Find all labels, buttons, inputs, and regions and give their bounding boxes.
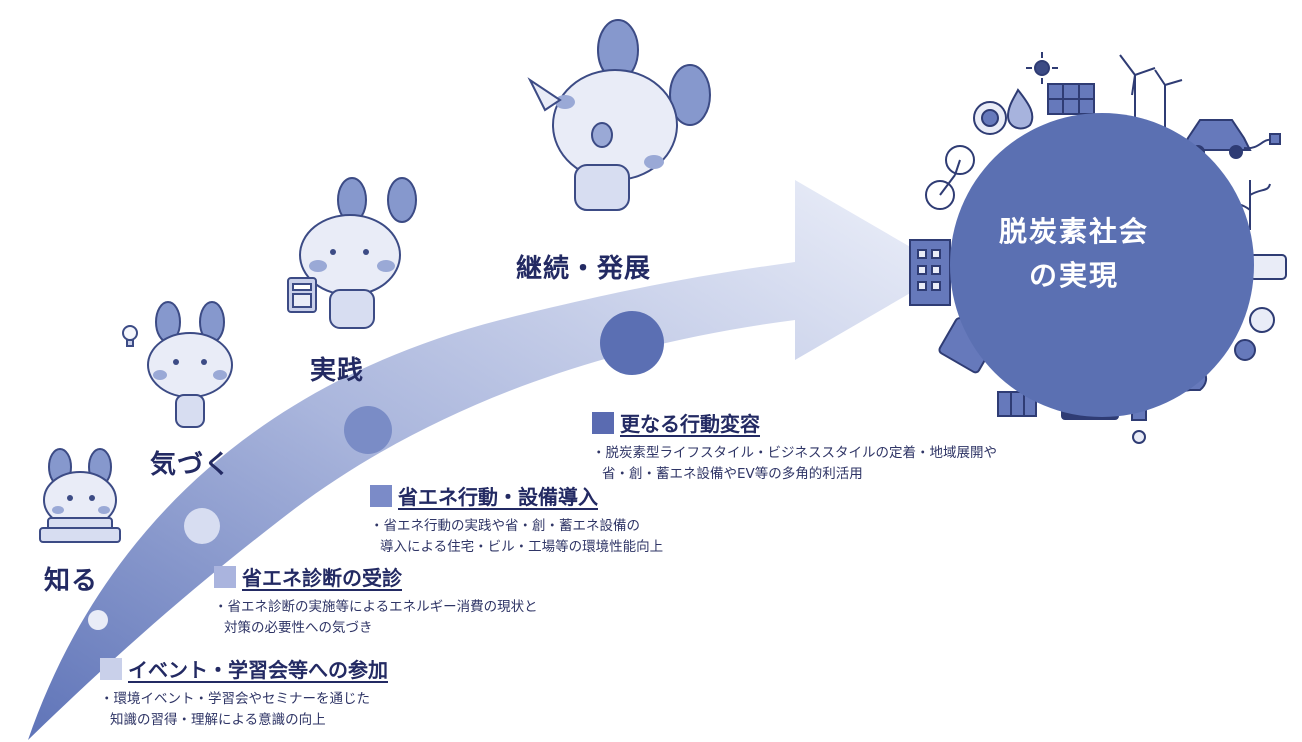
step-description-line: 対策の必要性への気づき: [224, 620, 373, 636]
bicycle-icon: [925, 145, 975, 210]
step-description: ・省エネ診断の実施等によるエネルギー消費の現状と 対策の必要性への気づき: [214, 597, 538, 639]
step-title: 省エネ行動・設備導入: [398, 485, 598, 509]
step-event: イベント・学習会等への参加 ・環境イベント・学習会やセミナーを通じた 知識の習得…: [100, 654, 388, 731]
step-title: イベント・学習会等への参加: [128, 658, 388, 682]
step-description: ・脱炭素型ライフスタイル・ビジネススタイルの定着・地域展開や 省・創・蓄エネ設備…: [592, 443, 997, 485]
sun-icon: [1026, 52, 1058, 84]
progress-dot-4: [600, 311, 664, 375]
step-description-line: ・省エネ診断の実施等によるエネルギー消費の現状と: [214, 599, 538, 615]
step-square-icon: [100, 657, 122, 680]
step-square-icon: [214, 565, 236, 588]
step-description: ・省エネ行動の実践や省・創・蓄エネ設備の 導入による住宅・ビル・工場等の環境性能…: [370, 516, 663, 558]
led-bulb-icon: [1249, 254, 1287, 280]
step-energy-saving-action: 省エネ行動・設備導入 ・省エネ行動の実践や省・創・蓄エネ設備の 導入による住宅・…: [370, 481, 663, 558]
goal-circle: [950, 113, 1254, 417]
step-description-line: 省・創・蓄エネ設備やEV等の多角的利活用: [602, 466, 863, 482]
building-icon: [909, 239, 951, 306]
progress-dot-1: [88, 610, 108, 630]
step-description-line: 導入による住宅・ビル・工場等の環境性能向上: [380, 539, 664, 555]
step-description: ・環境イベント・学習会やセミナーを通じた 知識の習得・理解による意識の向上: [100, 689, 388, 731]
antenna-icon: [973, 101, 1007, 135]
step-title: 更なる行動変容: [620, 412, 760, 436]
plug-icon: [1243, 133, 1281, 150]
step-description-line: ・環境イベント・学習会やセミナーを通じた: [100, 691, 370, 707]
goal-line-2: の実現: [1028, 259, 1119, 292]
step-energy-audit: 省エネ診断の受診 ・省エネ診断の実施等によるエネルギー消費の現状と 対策の必要性…: [214, 562, 538, 639]
mascot-icon: [39, 448, 121, 543]
goal-line-1: 脱炭素社会: [998, 215, 1149, 248]
stage-label-know: 知る: [44, 566, 99, 596]
goal-label: 脱炭素社会 の実現: [950, 210, 1198, 298]
calculator-icon: [287, 277, 317, 313]
stage-label-notice: 気づく: [150, 450, 232, 480]
water-drop-icon: [1006, 88, 1034, 130]
wind-turbine-icon: [1119, 54, 1183, 130]
progress-dot-2: [184, 508, 220, 544]
tree-icon: [1234, 307, 1275, 361]
stage-label-continue: 継続・発展: [516, 254, 652, 284]
mascot-icon: [527, 19, 711, 211]
step-square-icon: [592, 411, 614, 434]
step-square-icon: [370, 484, 392, 507]
stage-label-practice: 実践: [310, 356, 365, 386]
progress-dot-3: [344, 406, 392, 454]
mascot-icon: [122, 301, 233, 428]
progress-arrow: [28, 180, 950, 740]
mascot-icon: [299, 177, 417, 329]
step-title: 省エネ診断の受診: [242, 566, 402, 590]
step-description-line: ・脱炭素型ライフスタイル・ビジネススタイルの定着・地域展開や: [592, 445, 997, 461]
step-behavior-change: 更なる行動変容 ・脱炭素型ライフスタイル・ビジネススタイルの定着・地域展開や 省…: [592, 408, 997, 485]
solar-panel-icon: [1047, 83, 1095, 115]
step-description-line: 知識の習得・理解による意識の向上: [110, 712, 326, 728]
step-description-line: ・省エネ行動の実践や省・創・蓄エネ設備の: [370, 518, 640, 534]
